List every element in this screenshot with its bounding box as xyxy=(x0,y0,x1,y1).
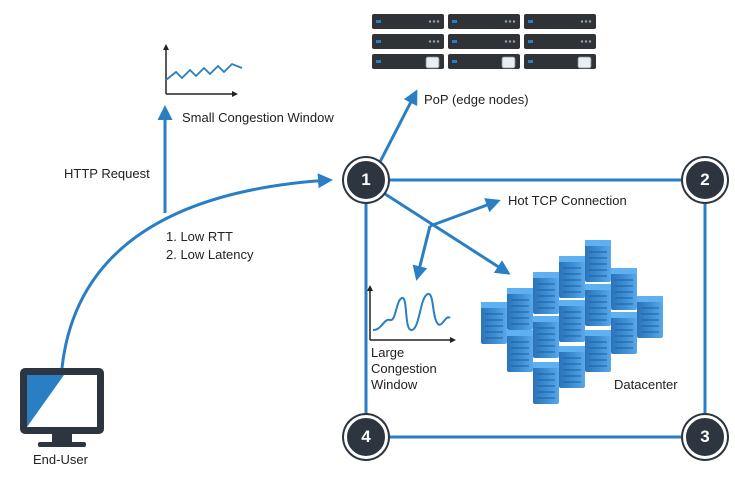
node-1: 1 xyxy=(344,158,388,202)
large-window-label-3: Window xyxy=(371,377,418,392)
large-window-arrow xyxy=(412,225,432,281)
low-latency-label: 2. Low Latency xyxy=(166,247,254,262)
http-request-label: HTTP Request xyxy=(64,166,150,181)
datacenter-label: Datacenter xyxy=(614,377,678,392)
pop-label: PoP (edge nodes) xyxy=(424,92,529,107)
pop-arrow xyxy=(378,89,418,163)
end-user-label: End-User xyxy=(33,452,88,467)
large-window-label-1: Large xyxy=(371,345,405,360)
pop-servers-icon xyxy=(372,14,596,69)
large-window-chart-icon xyxy=(367,285,456,343)
node-3: 3 xyxy=(683,415,727,459)
hot-tcp-arrow xyxy=(429,198,501,228)
datacenter-arrow xyxy=(381,190,511,275)
node-2: 2 xyxy=(683,158,727,202)
network-links xyxy=(364,178,707,439)
small-window-chart-icon xyxy=(163,44,243,97)
node-4: 4 xyxy=(344,415,388,459)
large-window-label-2: Congestion xyxy=(371,361,437,376)
small-window-label: Small Congestion Window xyxy=(182,110,334,125)
hot-tcp-label: Hot TCP Connection xyxy=(508,193,627,208)
monitor-icon xyxy=(20,368,104,447)
low-rtt-label: 1. Low RTT xyxy=(166,229,233,244)
http-request-curve xyxy=(60,173,333,369)
